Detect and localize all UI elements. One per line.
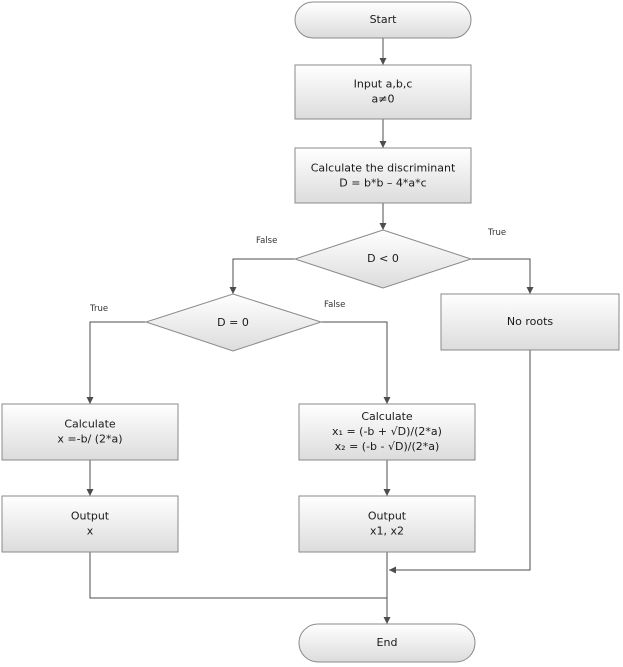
node-label-line: Start (370, 13, 398, 26)
connector-d-eq-0-true (86, 321, 146, 404)
node-label-line: Output (368, 510, 407, 523)
node-label-line: D < 0 (367, 252, 399, 265)
node-no-roots: No roots (440, 293, 620, 351)
node-output-single: Output x (1, 495, 179, 553)
connector-d-eq-0-false (321, 321, 391, 404)
node-label-line: x =-b/ (2*a) (57, 433, 122, 446)
node-label-line: Calculate (64, 418, 116, 431)
node-end: End (298, 623, 476, 663)
connector-no-roots-to-merge (389, 350, 531, 574)
node-label-line: x₂ = (-b - √D)/(2*a) (335, 440, 440, 453)
edge-label-d-eq-0-false: False (324, 300, 345, 310)
svg-text:D = 0: D = 0 (217, 316, 249, 329)
svg-text:No roots: No roots (507, 315, 554, 328)
connectors (86, 38, 534, 624)
decision-d-eq-0: D = 0 (144, 293, 323, 352)
node-label-line: Output (71, 510, 110, 523)
node-label-line: Calculate the discriminant (311, 162, 456, 175)
node-label-line: x1, x2 (370, 525, 404, 538)
node-calc-single: Calculate x =-b/ (2*a) (1, 403, 179, 461)
connector-output-single-to-merge (89, 552, 387, 599)
svg-text:End: End (377, 636, 398, 649)
edge-label-d-eq-0-true: True (89, 304, 108, 314)
node-label-line: Input a,b,c (354, 78, 413, 91)
edge-label-d-lt-0-false: False (256, 236, 277, 246)
node-label-line: a≠0 (372, 93, 395, 106)
node-calc-two: Calculate x₁ = (-b + √D)/(2*a) x₂ = (-b - … (298, 403, 476, 461)
svg-text:Input a,b,ca≠0: Input a,b,c a≠0 (354, 78, 413, 106)
node-label-line: End (377, 636, 398, 649)
node-start: Start (294, 1, 472, 39)
node-label-line: Calculate (361, 410, 413, 423)
node-input: Input a,b,c a≠0 (294, 64, 472, 120)
node-label-line: x₁ = (-b + √D)/(2*a) (332, 425, 442, 438)
svg-text:D < 0: D < 0 (367, 252, 399, 265)
node-label-line: No roots (507, 315, 554, 328)
connector-d-lt-0-true (471, 258, 534, 294)
node-output-two: Output x1, x2 (298, 495, 476, 553)
svg-text:Start: Start (370, 13, 398, 26)
node-discriminant: Calculate the discriminant D = b*b – 4*a*… (294, 147, 472, 204)
edge-label-d-lt-0-true: True (487, 228, 506, 238)
decision-d-lt-0: D < 0 (293, 229, 473, 289)
connector-d-lt-0-false (229, 258, 295, 294)
node-label-line: D = b*b – 4*a*c (339, 177, 426, 190)
node-label-line: x (87, 525, 94, 538)
node-label-line: D = 0 (217, 316, 249, 329)
